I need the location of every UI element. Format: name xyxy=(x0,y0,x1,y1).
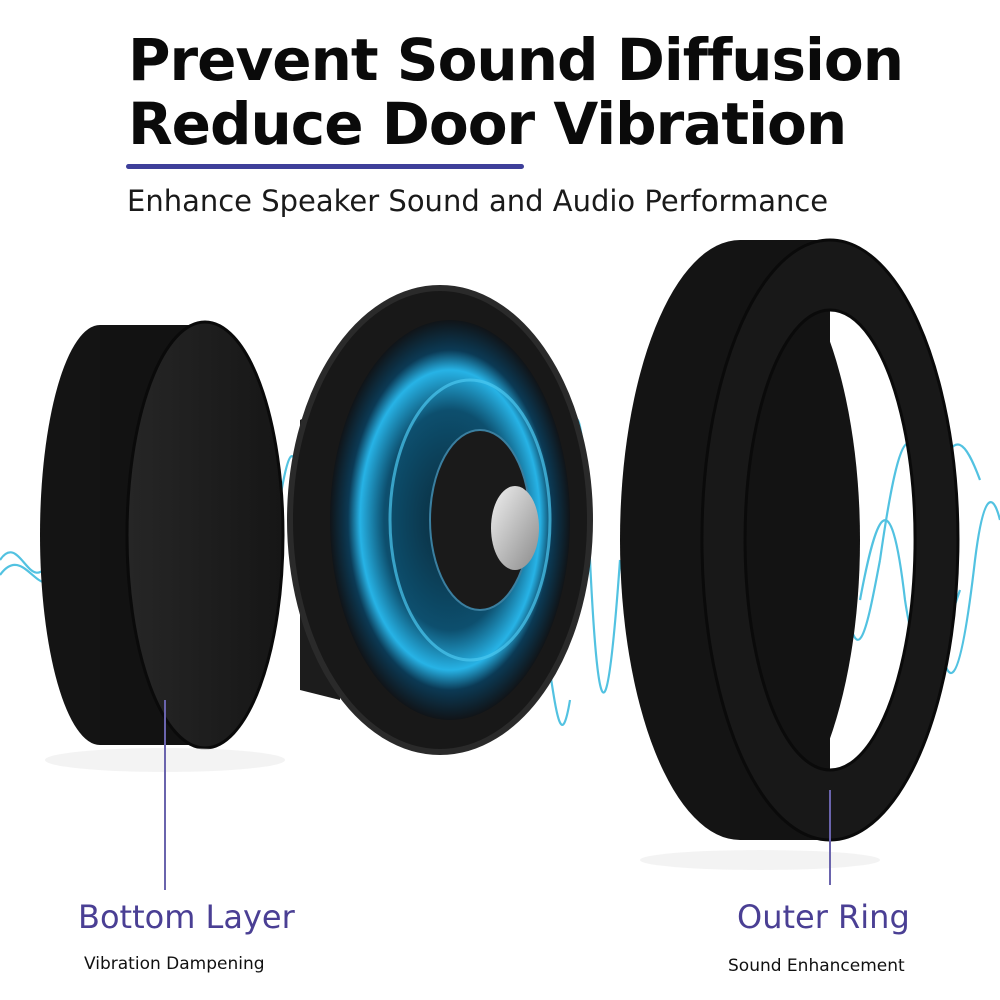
subtitle: Enhance Speaker Sound and Audio Performa… xyxy=(127,184,829,218)
outer-ring-title: Outer Ring xyxy=(737,898,910,936)
headline-line-1: Prevent Sound Diffusion xyxy=(128,26,904,94)
foam-disc-icon xyxy=(40,320,285,772)
foam-ring-icon xyxy=(620,238,960,870)
outer-ring-pointer xyxy=(829,790,831,885)
headline: Prevent Sound Diffusion Reduce Door Vibr… xyxy=(128,26,904,158)
speaker-icon xyxy=(287,285,593,755)
bottom-layer-title: Bottom Layer xyxy=(78,898,295,936)
bottom-layer-pointer xyxy=(164,700,166,890)
outer-ring-subtitle: Sound Enhancement xyxy=(728,956,905,976)
product-illustration xyxy=(0,238,1000,870)
accent-underline xyxy=(126,164,524,169)
bottom-layer-subtitle: Vibration Dampening xyxy=(84,954,265,974)
headline-line-2: Reduce Door Vibration xyxy=(128,90,847,158)
